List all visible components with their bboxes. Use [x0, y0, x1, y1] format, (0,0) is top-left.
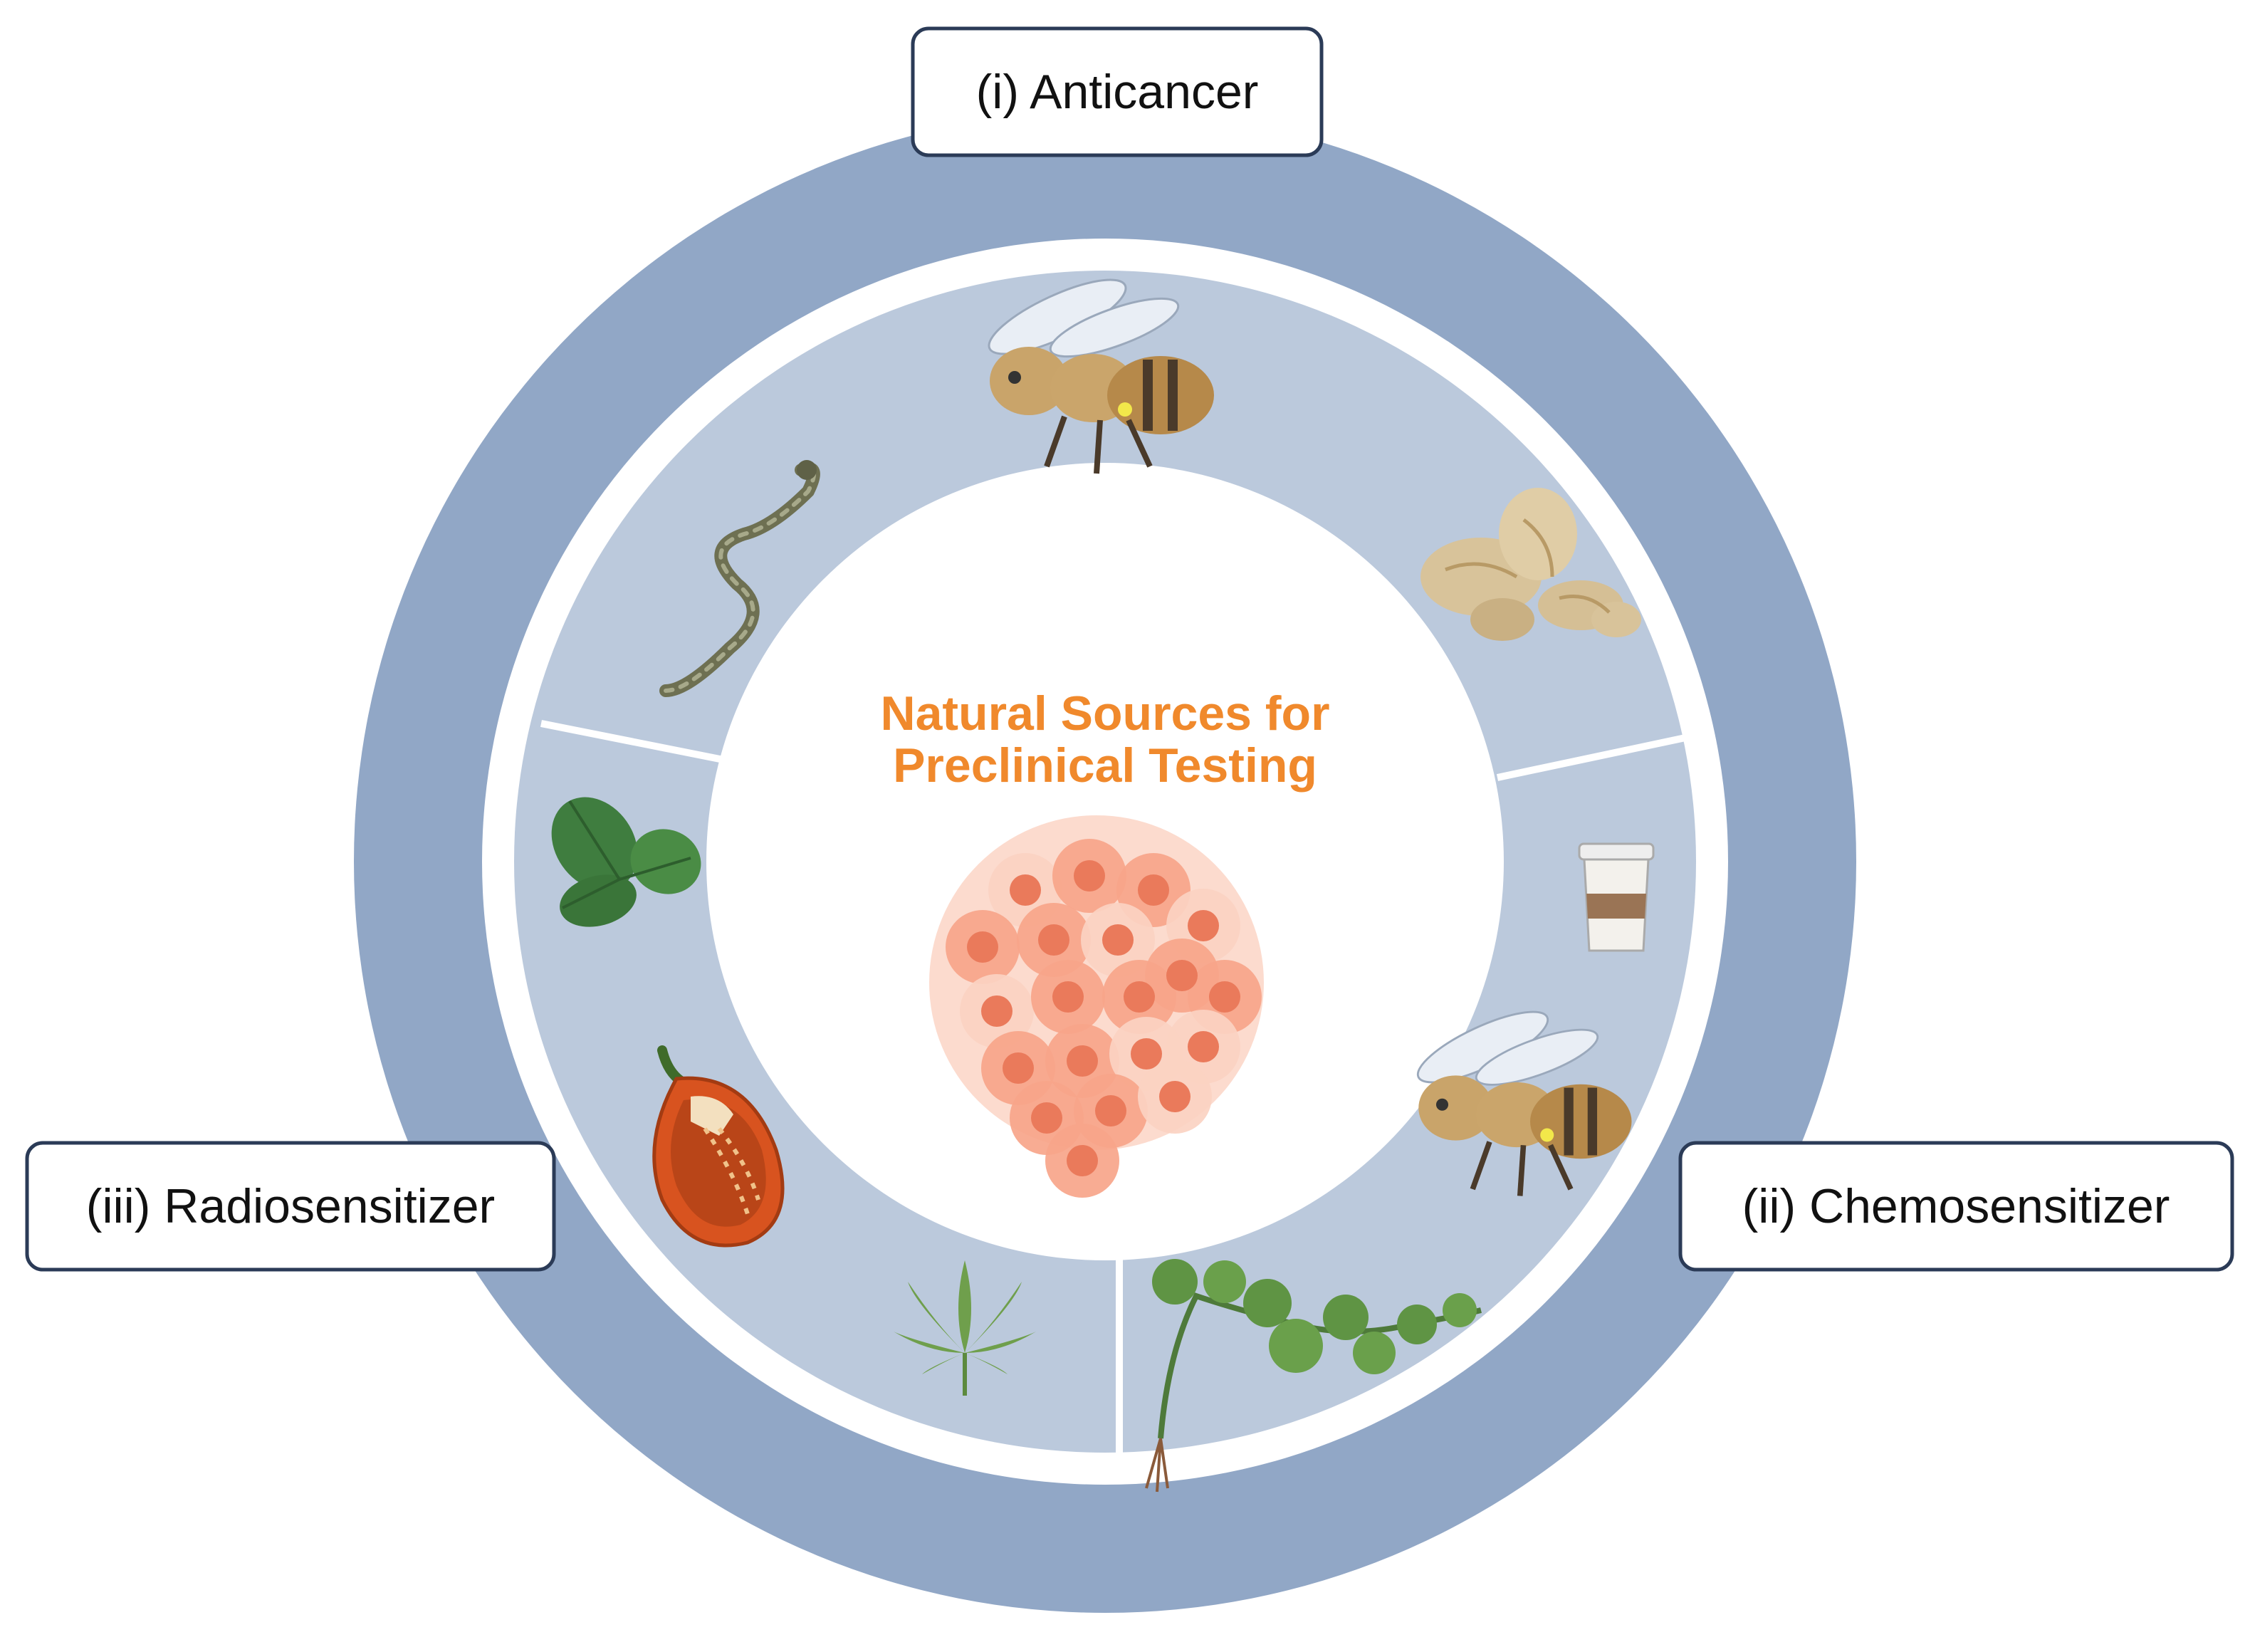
- radiosensitizer-label: (iii) Radiosensitizer: [86, 1179, 495, 1233]
- bee-icon: [988, 278, 1214, 474]
- habanero-pepper-icon: [652, 1045, 785, 1248]
- cannabis-leaf-icon: [894, 1260, 1036, 1396]
- coffee-cup-icon: [1578, 842, 1655, 952]
- anticancer-label: (i) Anticancer: [976, 65, 1259, 119]
- center-title-line-2: Preclinical Testing: [893, 738, 1317, 793]
- strawberry-leaf-icon: [551, 797, 701, 927]
- bee-icon: [1416, 1010, 1632, 1196]
- tumor-cell-cluster-icon: [929, 815, 1264, 1198]
- center-title-line-1: Natural Sources for: [880, 686, 1329, 741]
- vine-plant-icon: [1145, 1259, 1482, 1492]
- radiosensitizer-label-box: (iii) Radiosensitizer: [25, 1141, 556, 1272]
- anticancer-label-box: (i) Anticancer: [911, 26, 1324, 157]
- segment-dividers: [540, 720, 1687, 1453]
- chemosensitizer-label-box: (ii) Chemosensitizer: [1678, 1141, 2234, 1272]
- snake-icon: [659, 460, 820, 697]
- chemosensitizer-label: (ii) Chemosensitizer: [1742, 1179, 2170, 1233]
- ginger-icon: [1420, 488, 1641, 641]
